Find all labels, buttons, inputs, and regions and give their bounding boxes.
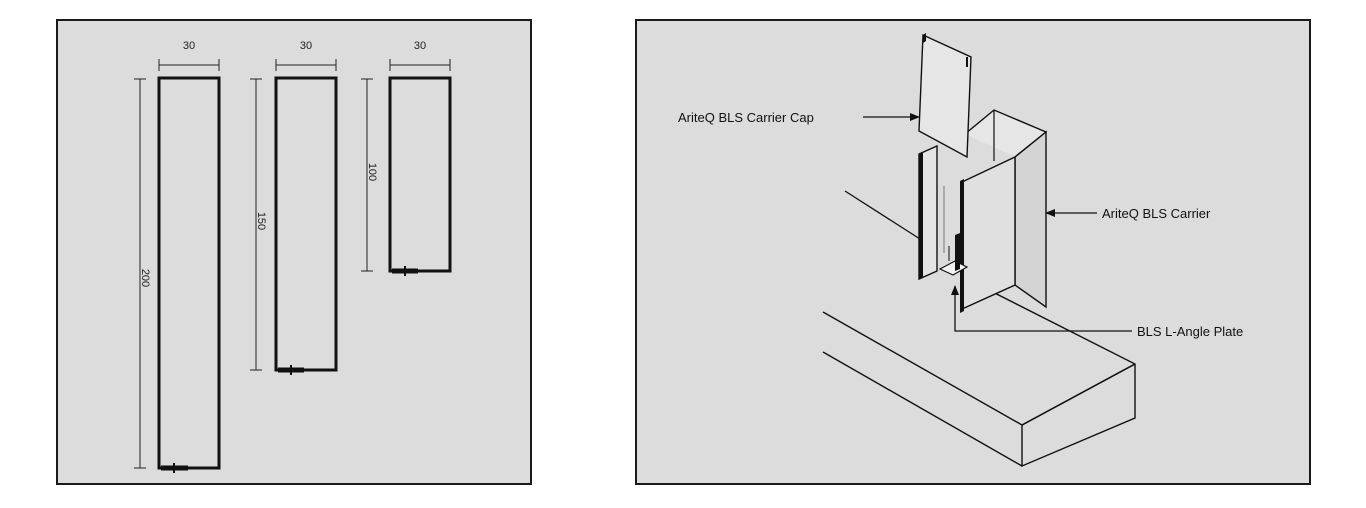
profile-large: 30 200	[134, 40, 221, 473]
callout-angle-plate: BLS L-Angle Plate	[951, 285, 1243, 339]
height-label-small: 100	[366, 163, 378, 181]
l-angle-plate	[938, 233, 969, 276]
callout-carrier-label: AriteQ BLS Carrier	[1102, 206, 1211, 221]
assembly-drawing: AriteQ BLS Carrier Cap AriteQ BLS Carrie…	[637, 21, 1309, 483]
height-label-medium: 150	[255, 212, 267, 230]
callout-angle-plate-label: BLS L-Angle Plate	[1137, 324, 1243, 339]
profile-dimensions-drawing: 30 200 30	[58, 21, 530, 483]
height-dimension-large: 200	[134, 78, 151, 469]
base-beam	[822, 276, 1136, 468]
width-label-small: 30	[414, 40, 426, 52]
height-dimension-small: 100	[361, 78, 378, 272]
assembly-panel: AriteQ BLS Carrier Cap AriteQ BLS Carrie…	[635, 19, 1311, 485]
profile-outline-small	[388, 76, 452, 273]
left-leader-line	[844, 190, 921, 240]
profile-medium: 30 150	[250, 40, 338, 375]
profile-outline-medium	[274, 76, 338, 372]
panel-background	[58, 21, 530, 483]
carrier	[918, 109, 1048, 313]
callout-carrier: AriteQ BLS Carrier	[1045, 206, 1211, 221]
callout-carrier-cap-label: AriteQ BLS Carrier Cap	[678, 110, 814, 125]
callout-carrier-cap: AriteQ BLS Carrier Cap	[678, 110, 920, 125]
width-dimension-medium: 30	[275, 40, 337, 71]
width-label-large: 30	[183, 40, 195, 52]
width-dimension-small: 30	[389, 40, 451, 71]
height-label-large: 200	[139, 269, 151, 287]
profile-small: 30 100	[361, 40, 452, 276]
height-dimension-medium: 150	[250, 78, 267, 371]
profile-outline-large	[157, 76, 221, 470]
width-dimension-large: 30	[158, 40, 220, 71]
carrier-cap	[918, 33, 972, 159]
profile-dimensions-panel: 30 200 30	[56, 19, 532, 485]
width-label-medium: 30	[300, 40, 312, 52]
